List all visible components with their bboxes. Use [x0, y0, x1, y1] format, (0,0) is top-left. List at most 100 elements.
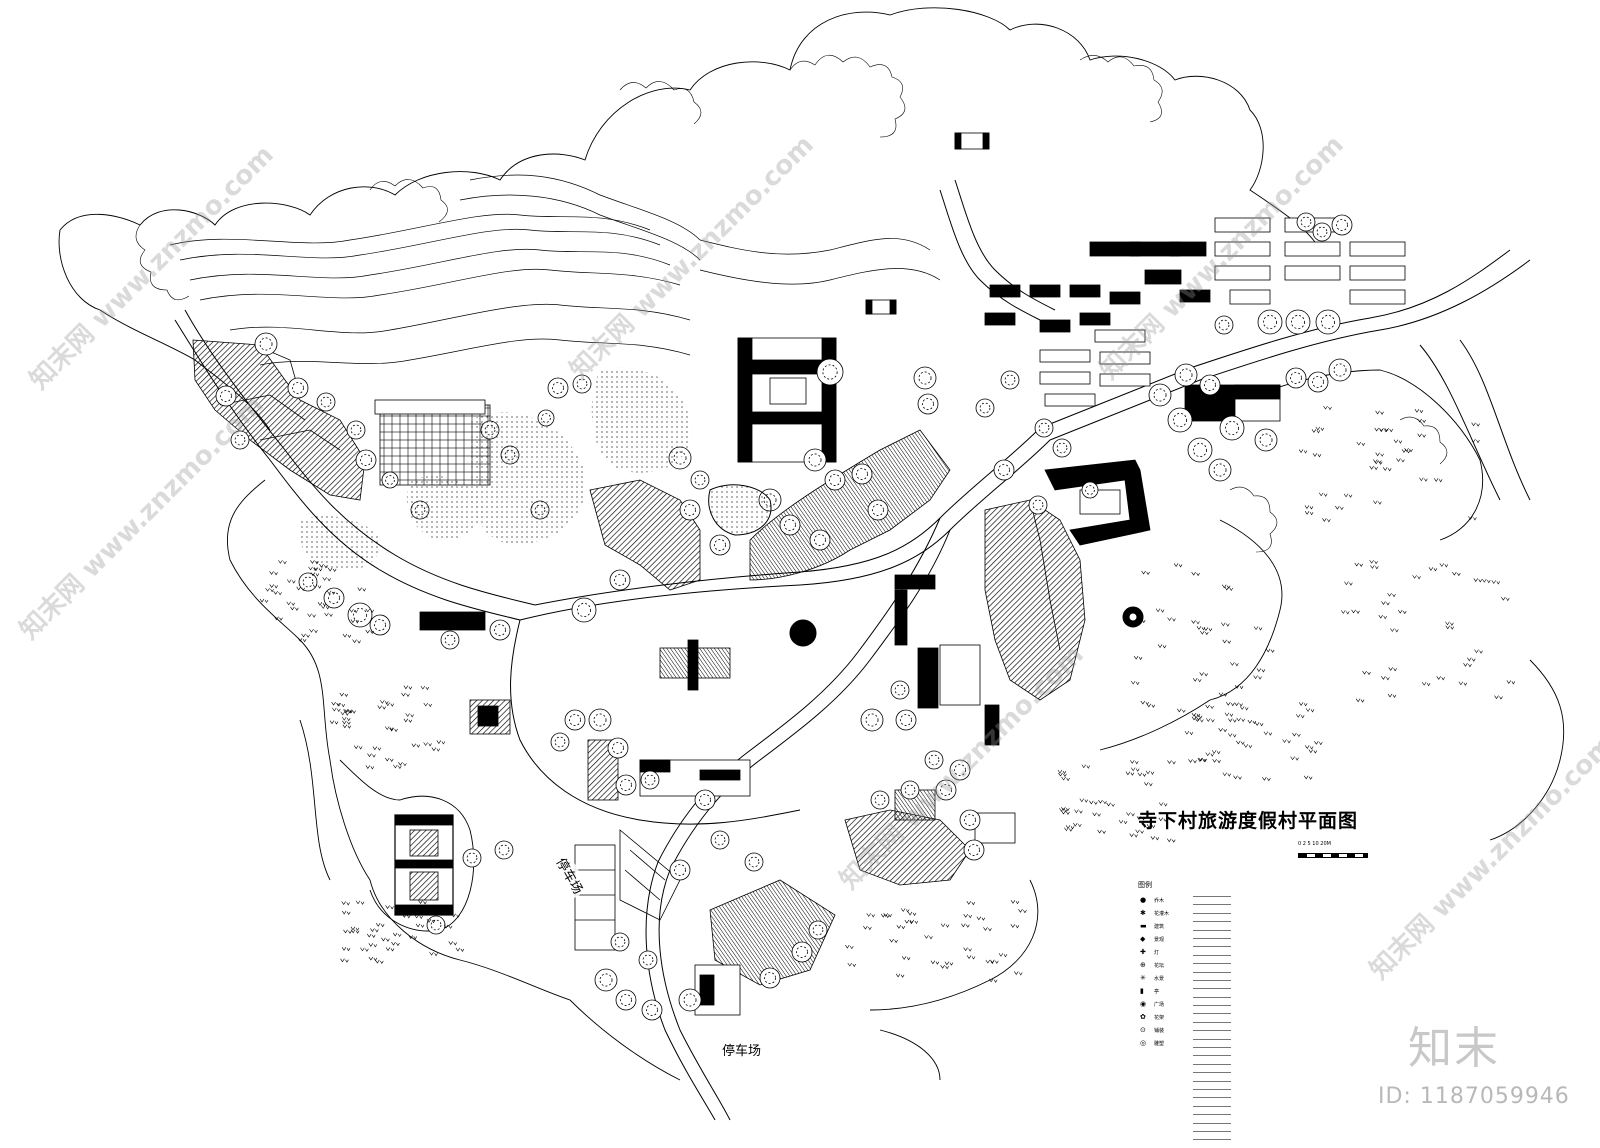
tree-inner-ring: [554, 736, 566, 748]
legend-label: 建筑: [1154, 924, 1165, 930]
tree-icon: [993, 459, 1015, 481]
tree-icon: [550, 732, 570, 752]
tree-inner-ring: [1193, 442, 1208, 457]
shrub-mark: [1230, 662, 1239, 667]
tree-icon: [1257, 309, 1283, 335]
shrub-mark: [1254, 722, 1264, 727]
legend-item: ◆景观: [1138, 933, 1208, 946]
shrub-mark: [342, 724, 352, 729]
legend-note-line: [1193, 1139, 1231, 1147]
shrub-mark: [1304, 745, 1314, 750]
tree-icon: [489, 619, 511, 641]
shrub-mark: [896, 925, 906, 930]
tree-icon: [678, 988, 702, 1012]
tree-inner-ring: [220, 390, 232, 402]
shrub-mark: [1193, 714, 1203, 719]
shrub-mark: [1375, 410, 1384, 415]
tree-icon: [1187, 437, 1213, 463]
shrub-mark: [1381, 601, 1390, 606]
tree-inner-ring: [904, 784, 916, 796]
shrub-mark: [353, 745, 363, 750]
shrub-mark: [901, 956, 911, 961]
shrub-mark: [1463, 663, 1472, 668]
tree-icon: [1315, 309, 1341, 335]
shrub-mark: [1243, 744, 1253, 749]
shrub-mark: [414, 914, 423, 919]
shrub-mark: [1417, 433, 1426, 438]
contour-lines: [169, 174, 941, 366]
legend-note-line: [1193, 904, 1231, 912]
tree-icon: [1307, 371, 1329, 393]
shrub-mark: [352, 639, 361, 644]
shrub-mark: [1236, 717, 1245, 722]
shrub-mark: [1388, 667, 1397, 672]
shrub-mark: [1133, 655, 1143, 661]
shrub-mark: [403, 685, 413, 690]
tree-inner-ring: [466, 852, 478, 864]
shrub-mark: [1323, 405, 1332, 411]
shrub-mark: [966, 955, 976, 960]
shrub-mark: [1222, 772, 1232, 777]
shrub-mark: [1199, 672, 1208, 677]
shrub-mark: [411, 743, 421, 748]
shrub-mark: [310, 560, 319, 565]
shrub-mark: [1295, 714, 1305, 719]
legend-item: ●乔木: [1138, 894, 1208, 907]
shrub-mark: [1305, 708, 1315, 713]
shrub-mark: [1224, 712, 1234, 717]
tree-inner-ring: [350, 424, 362, 436]
shrub-mark: [320, 605, 330, 610]
shrub-mark: [1158, 817, 1168, 822]
shrub-mark: [1387, 693, 1397, 698]
legend-item: ⊕花坛: [1138, 959, 1208, 972]
scale-ticks: 0 2 5 10 20M: [1298, 841, 1331, 847]
legend-symbol: ⊕: [1140, 961, 1146, 969]
tree-icon: [1000, 370, 1020, 390]
tree-icon: [571, 597, 597, 623]
shrub-mark: [436, 740, 446, 745]
shrub-mark: [1265, 648, 1275, 653]
shrub-mark: [329, 720, 339, 725]
tree-icon: [924, 750, 944, 770]
shrub-mark: [1373, 500, 1382, 505]
shrub-mark: [365, 629, 374, 635]
tree-inner-ring: [1056, 442, 1068, 454]
shrub-mark: [393, 764, 402, 769]
shrub-mark: [341, 910, 351, 916]
tree-inner-ring: [374, 619, 386, 631]
tree-inner-ring: [683, 993, 697, 1007]
shrub-mark: [1378, 614, 1387, 620]
shrub-mark: [1369, 559, 1378, 565]
shrub-mark: [1263, 731, 1273, 736]
shrub-mark: [355, 900, 365, 905]
shrub-mark: [1226, 702, 1235, 707]
legend-item: ◎雕塑: [1138, 1037, 1208, 1050]
shrub-mark: [1417, 418, 1426, 424]
shrub-mark: [1184, 730, 1194, 736]
shrub-mark: [1098, 799, 1107, 805]
shrub-mark: [1491, 580, 1501, 585]
shrub-mark: [332, 707, 341, 712]
legend-title: 图例: [1138, 881, 1152, 889]
shrub-mark: [1200, 630, 1209, 636]
shrub-mark: [1158, 802, 1168, 807]
shrub-mark: [1236, 740, 1245, 745]
tree-icon: [607, 737, 629, 759]
legend-notes: [1193, 896, 1263, 1148]
shrub-mark: [1129, 833, 1138, 838]
shrub-mark: [342, 720, 351, 725]
tree-inner-ring: [620, 779, 632, 791]
shrub-mark: [904, 919, 914, 925]
shrub-mark: [1304, 505, 1314, 510]
tree-inner-ring: [576, 378, 588, 390]
shrub-mark: [1130, 760, 1139, 765]
tree-icon: [1219, 415, 1245, 441]
shrub-mark: [1191, 620, 1200, 625]
shrub-mark: [1428, 567, 1438, 572]
shrub-mark: [1445, 621, 1454, 626]
shrub-mark: [961, 923, 970, 928]
shrub-mark: [370, 928, 379, 933]
legend-item: ✚灯: [1138, 946, 1208, 959]
tree-inner-ring: [1038, 422, 1050, 434]
shrub-mark: [1318, 492, 1328, 497]
